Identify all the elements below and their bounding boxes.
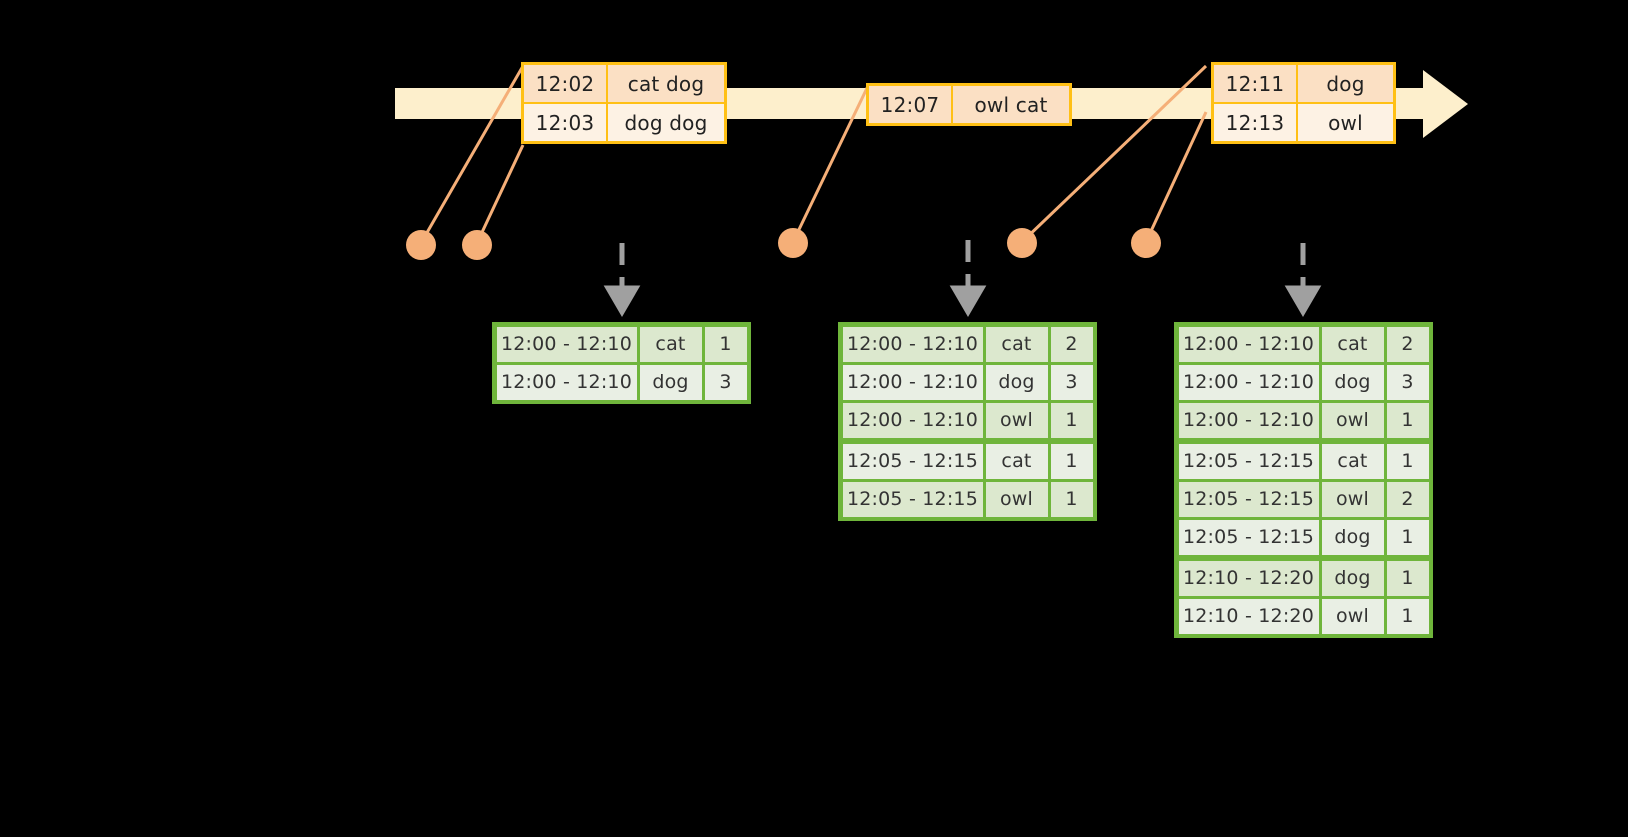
- event-dot: [1131, 228, 1161, 258]
- window-cell: 12:00 - 12:10: [496, 364, 637, 400]
- event-group-3[interactable]: 12:11 dog 12:13 owl: [1211, 62, 1396, 144]
- key-cell: cat: [639, 326, 702, 362]
- window-cell: 12:05 - 12:15: [1178, 481, 1319, 517]
- count-cell: 3: [1050, 364, 1093, 400]
- event-row[interactable]: 12:13 owl: [1214, 102, 1393, 141]
- count-cell: 1: [1050, 402, 1093, 438]
- key-cell: dog: [985, 364, 1048, 400]
- event-group-2[interactable]: 12:07 owl cat: [866, 83, 1072, 126]
- event-payload: owl cat: [953, 86, 1069, 123]
- result-table-2[interactable]: 12:00 - 12:10 cat 2 12:00 - 12:10 dog 3 …: [838, 322, 1097, 521]
- count-cell: 1: [1386, 402, 1429, 438]
- table-row[interactable]: 12:05 - 12:15 cat 1: [1177, 439, 1430, 480]
- table-row[interactable]: 12:05 - 12:15 owl 1: [841, 480, 1094, 518]
- window-cell: 12:00 - 12:10: [1178, 402, 1319, 438]
- event-time: 12:13: [1214, 104, 1298, 141]
- key-cell: owl: [985, 402, 1048, 438]
- window-cell: 12:00 - 12:10: [842, 402, 983, 438]
- count-cell: 1: [1386, 598, 1429, 634]
- count-cell: 2: [1050, 326, 1093, 362]
- key-cell: dog: [1321, 519, 1384, 555]
- event-row[interactable]: 12:11 dog: [1214, 65, 1393, 102]
- count-cell: 1: [1386, 443, 1429, 479]
- table-row[interactable]: 12:00 - 12:10 cat 2: [1177, 325, 1430, 363]
- event-payload: owl: [1298, 104, 1393, 141]
- event-row[interactable]: 12:03 dog dog: [524, 102, 724, 141]
- connector-line: [475, 144, 525, 244]
- count-cell: 2: [1386, 326, 1429, 362]
- count-cell: 1: [1386, 519, 1429, 555]
- emit-arrow-head: [949, 285, 987, 317]
- table-row[interactable]: 12:00 - 12:10 dog 3: [495, 363, 748, 401]
- event-payload: dog dog: [608, 104, 724, 141]
- table-row[interactable]: 12:00 - 12:10 dog 3: [841, 363, 1094, 401]
- table-row[interactable]: 12:00 - 12:10 owl 1: [1177, 401, 1430, 439]
- event-time: 12:07: [869, 86, 953, 123]
- result-table-1[interactable]: 12:00 - 12:10 cat 1 12:00 - 12:10 dog 3: [492, 322, 751, 404]
- table-row[interactable]: 12:10 - 12:20 owl 1: [1177, 597, 1430, 635]
- event-time: 12:11: [1214, 65, 1298, 102]
- key-cell: cat: [1321, 443, 1384, 479]
- result-table-3[interactable]: 12:00 - 12:10 cat 2 12:00 - 12:10 dog 3 …: [1174, 322, 1433, 638]
- table-row[interactable]: 12:05 - 12:15 cat 1: [841, 439, 1094, 480]
- table-row[interactable]: 12:10 - 12:20 dog 1: [1177, 556, 1430, 597]
- key-cell: dog: [1321, 560, 1384, 596]
- key-cell: cat: [985, 326, 1048, 362]
- key-cell: owl: [1321, 481, 1384, 517]
- window-cell: 12:05 - 12:15: [842, 443, 983, 479]
- connector-line: [1144, 111, 1208, 243]
- count-cell: 1: [1050, 443, 1093, 479]
- count-cell: 2: [1386, 481, 1429, 517]
- count-cell: 1: [704, 326, 747, 362]
- key-cell: owl: [985, 481, 1048, 517]
- event-payload: cat dog: [608, 65, 724, 102]
- window-cell: 12:10 - 12:20: [1178, 560, 1319, 596]
- window-cell: 12:00 - 12:10: [842, 364, 983, 400]
- window-cell: 12:05 - 12:15: [842, 481, 983, 517]
- event-dot: [1007, 228, 1037, 258]
- window-cell: 12:00 - 12:10: [1178, 326, 1319, 362]
- table-row[interactable]: 12:00 - 12:10 cat 1: [495, 325, 748, 363]
- table-row[interactable]: 12:00 - 12:10 cat 2: [841, 325, 1094, 363]
- event-row[interactable]: 12:07 owl cat: [869, 86, 1069, 123]
- key-cell: dog: [639, 364, 702, 400]
- event-dot: [462, 230, 492, 260]
- count-cell: 3: [1386, 364, 1429, 400]
- event-payload: dog: [1298, 65, 1393, 102]
- window-cell: 12:00 - 12:10: [1178, 364, 1319, 400]
- window-cell: 12:05 - 12:15: [1178, 443, 1319, 479]
- window-cell: 12:10 - 12:20: [1178, 598, 1319, 634]
- table-row[interactable]: 12:05 - 12:15 dog 1: [1177, 518, 1430, 556]
- key-cell: cat: [1321, 326, 1384, 362]
- event-dot: [406, 230, 436, 260]
- window-cell: 12:00 - 12:10: [842, 326, 983, 362]
- table-row[interactable]: 12:00 - 12:10 owl 1: [841, 401, 1094, 439]
- count-cell: 3: [704, 364, 747, 400]
- window-cell: 12:00 - 12:10: [496, 326, 637, 362]
- table-row[interactable]: 12:05 - 12:15 owl 2: [1177, 480, 1430, 518]
- table-row[interactable]: 12:00 - 12:10 dog 3: [1177, 363, 1430, 401]
- event-group-1[interactable]: 12:02 cat dog 12:03 dog dog: [521, 62, 727, 144]
- event-row[interactable]: 12:02 cat dog: [524, 65, 724, 102]
- count-cell: 1: [1386, 560, 1429, 596]
- window-cell: 12:05 - 12:15: [1178, 519, 1319, 555]
- key-cell: owl: [1321, 598, 1384, 634]
- emit-arrow-head: [1284, 285, 1322, 317]
- key-cell: cat: [985, 443, 1048, 479]
- key-cell: dog: [1321, 364, 1384, 400]
- emit-arrow-head: [603, 285, 641, 317]
- event-time: 12:02: [524, 65, 608, 102]
- count-cell: 1: [1050, 481, 1093, 517]
- event-dot: [778, 228, 808, 258]
- key-cell: owl: [1321, 402, 1384, 438]
- event-time: 12:03: [524, 104, 608, 141]
- timeline-arrowhead: [1423, 70, 1468, 138]
